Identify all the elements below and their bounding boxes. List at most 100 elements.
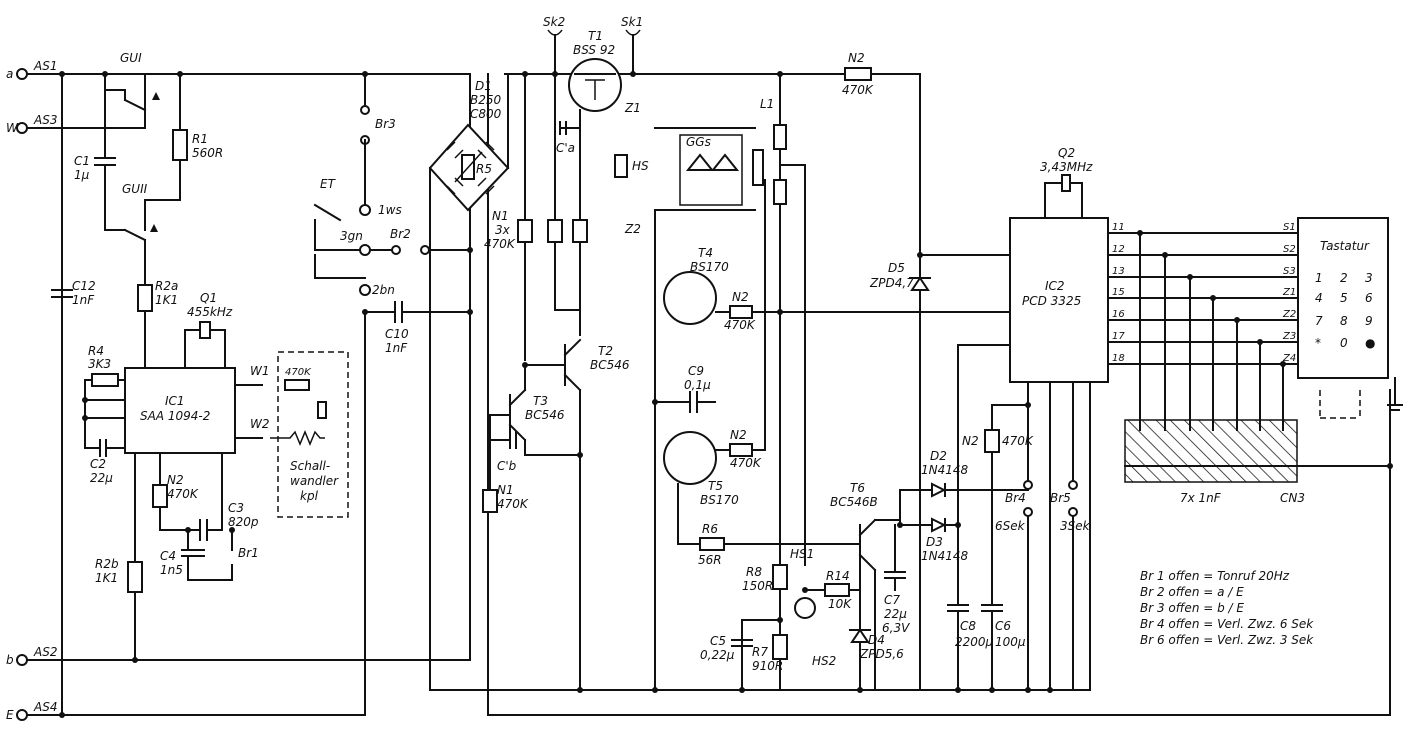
label-kl-z1: Z1	[1282, 287, 1296, 298]
label-hs: HS	[632, 159, 649, 173]
resistor-n1-a	[517, 219, 533, 243]
bridge-d1	[428, 123, 510, 212]
resistor-r14	[824, 583, 850, 597]
label-ic2-pin11: 11	[1112, 222, 1125, 233]
label-c8: C8	[960, 619, 976, 633]
key-7[interactable]: 7	[1315, 314, 1323, 328]
label-q1: Q1	[200, 291, 217, 305]
label-c2-val: 22µ	[90, 471, 113, 485]
label-et: ET	[320, 177, 337, 191]
label-c1-val: 1µ	[74, 168, 90, 182]
label-ic2-pin15: 15	[1112, 287, 1125, 298]
label-ic1-val: SAA 1094-2	[140, 409, 210, 423]
label-t6: T6	[850, 481, 865, 495]
label-n2top-val: 470K	[842, 83, 874, 97]
label-ggs: GGs	[686, 135, 711, 149]
label-r2a-val: 1K1	[155, 293, 178, 307]
label-t5-val: BS170	[700, 493, 739, 507]
label-d4: D4	[868, 633, 885, 647]
key-1[interactable]: 1	[1315, 271, 1323, 285]
label-n2b-val: 470K	[724, 318, 756, 332]
label-2bn: 2bn	[372, 283, 395, 297]
label-kl-z2: Z2	[1282, 309, 1296, 320]
label-w2: W2	[250, 417, 270, 431]
label-r14-val: 10K	[828, 597, 852, 611]
label-c9-val: 0,1µ	[684, 378, 711, 392]
terminal-w[interactable]	[16, 122, 28, 134]
key-lines	[1107, 232, 1299, 431]
key-6[interactable]: 6	[1365, 291, 1373, 305]
label-ic2-pin12: 12	[1112, 244, 1125, 255]
label-kl-s2: S2	[1283, 244, 1296, 255]
label-r8: R8	[746, 565, 762, 579]
switch-hs	[614, 154, 628, 178]
label-z2: Z2	[624, 222, 641, 236]
label-r8-val: 150R	[742, 579, 773, 593]
label-gu2: GUII	[122, 182, 148, 196]
resistor-n2d	[984, 429, 1000, 453]
keypad	[1297, 217, 1389, 379]
label-3gn: 3gn	[340, 229, 363, 243]
resistor-n2-top	[844, 67, 872, 81]
label-n2top: N2	[848, 51, 865, 65]
label-r4: R4	[88, 344, 104, 358]
label-n1a-val1: 3x	[495, 223, 511, 237]
key-4[interactable]: 4	[1315, 291, 1323, 305]
crystal-q1	[199, 321, 211, 339]
label-br5: Br5	[1050, 491, 1071, 505]
label-r2b: R2b	[95, 557, 119, 571]
key-0[interactable]: 0	[1340, 336, 1348, 350]
label-t4: T4	[698, 246, 713, 260]
label-q2: Q2	[1058, 146, 1075, 160]
key-9[interactable]: 9	[1365, 314, 1373, 328]
label-c5-val: 0,22µ	[700, 648, 735, 662]
key-5[interactable]: 5	[1340, 291, 1348, 305]
key-8[interactable]: 8	[1340, 314, 1348, 328]
label-kl-z4: Z4	[1282, 353, 1296, 364]
label-c7-val1: 22µ	[884, 607, 907, 621]
label-e: E	[6, 708, 14, 722]
resistor-r1	[172, 129, 188, 161]
label-z1: Z1	[624, 101, 641, 115]
label-t6-val: BC546B	[830, 495, 878, 509]
note-br2: Br 2 offen = a / E	[1140, 585, 1244, 599]
label-hs2: HS2	[812, 654, 836, 668]
label-n2d: N2	[962, 434, 979, 448]
terminal-3gn[interactable]	[359, 244, 371, 256]
label-n1a: N1	[492, 209, 509, 223]
capacitor-network-cn3	[1124, 419, 1298, 483]
label-schall: Schall-	[290, 459, 330, 473]
resistor-r7	[772, 634, 788, 660]
label-n2b: N2	[732, 290, 749, 304]
terminal-1ws[interactable]	[359, 204, 371, 216]
resistor-n1-b	[547, 219, 563, 243]
terminal-e[interactable]	[16, 709, 28, 721]
label-t1: T1	[588, 29, 603, 43]
key-3[interactable]: 3	[1365, 271, 1373, 285]
terminal-a[interactable]	[16, 68, 28, 80]
note-br4: Br 4 offen = Verl. Zwz. 6 Sek	[1140, 617, 1314, 631]
key-2[interactable]: 2	[1340, 271, 1348, 285]
label-r6-val: 56R	[698, 553, 722, 567]
key-hash[interactable]: ●	[1365, 336, 1375, 350]
key-star[interactable]: *	[1315, 336, 1321, 350]
label-w1: W1	[250, 364, 270, 378]
terminal-b[interactable]	[16, 654, 28, 666]
resistor-r4	[91, 373, 119, 387]
inductor-l1-b	[773, 179, 787, 205]
terminal-2bn[interactable]	[359, 284, 371, 296]
label-br2: Br2	[390, 227, 411, 241]
label-n1b-val: 470K	[497, 497, 529, 511]
label-w1-res: 470K	[285, 367, 312, 378]
note-br1: Br 1 offen = Tonruf 20Hz	[1140, 569, 1290, 583]
transistor-t4	[663, 271, 717, 325]
ic1	[124, 367, 236, 454]
label-ic2-pin17: 17	[1112, 331, 1125, 342]
microphone	[794, 597, 816, 619]
label-b: b	[6, 653, 14, 667]
label-l1: L1	[760, 97, 774, 111]
label-sk1: Sk1	[621, 15, 643, 29]
label-kl-z3: Z3	[1282, 331, 1296, 342]
label-d5-val: ZPD4,7	[869, 276, 914, 290]
label-kl-s3: S3	[1283, 266, 1296, 277]
